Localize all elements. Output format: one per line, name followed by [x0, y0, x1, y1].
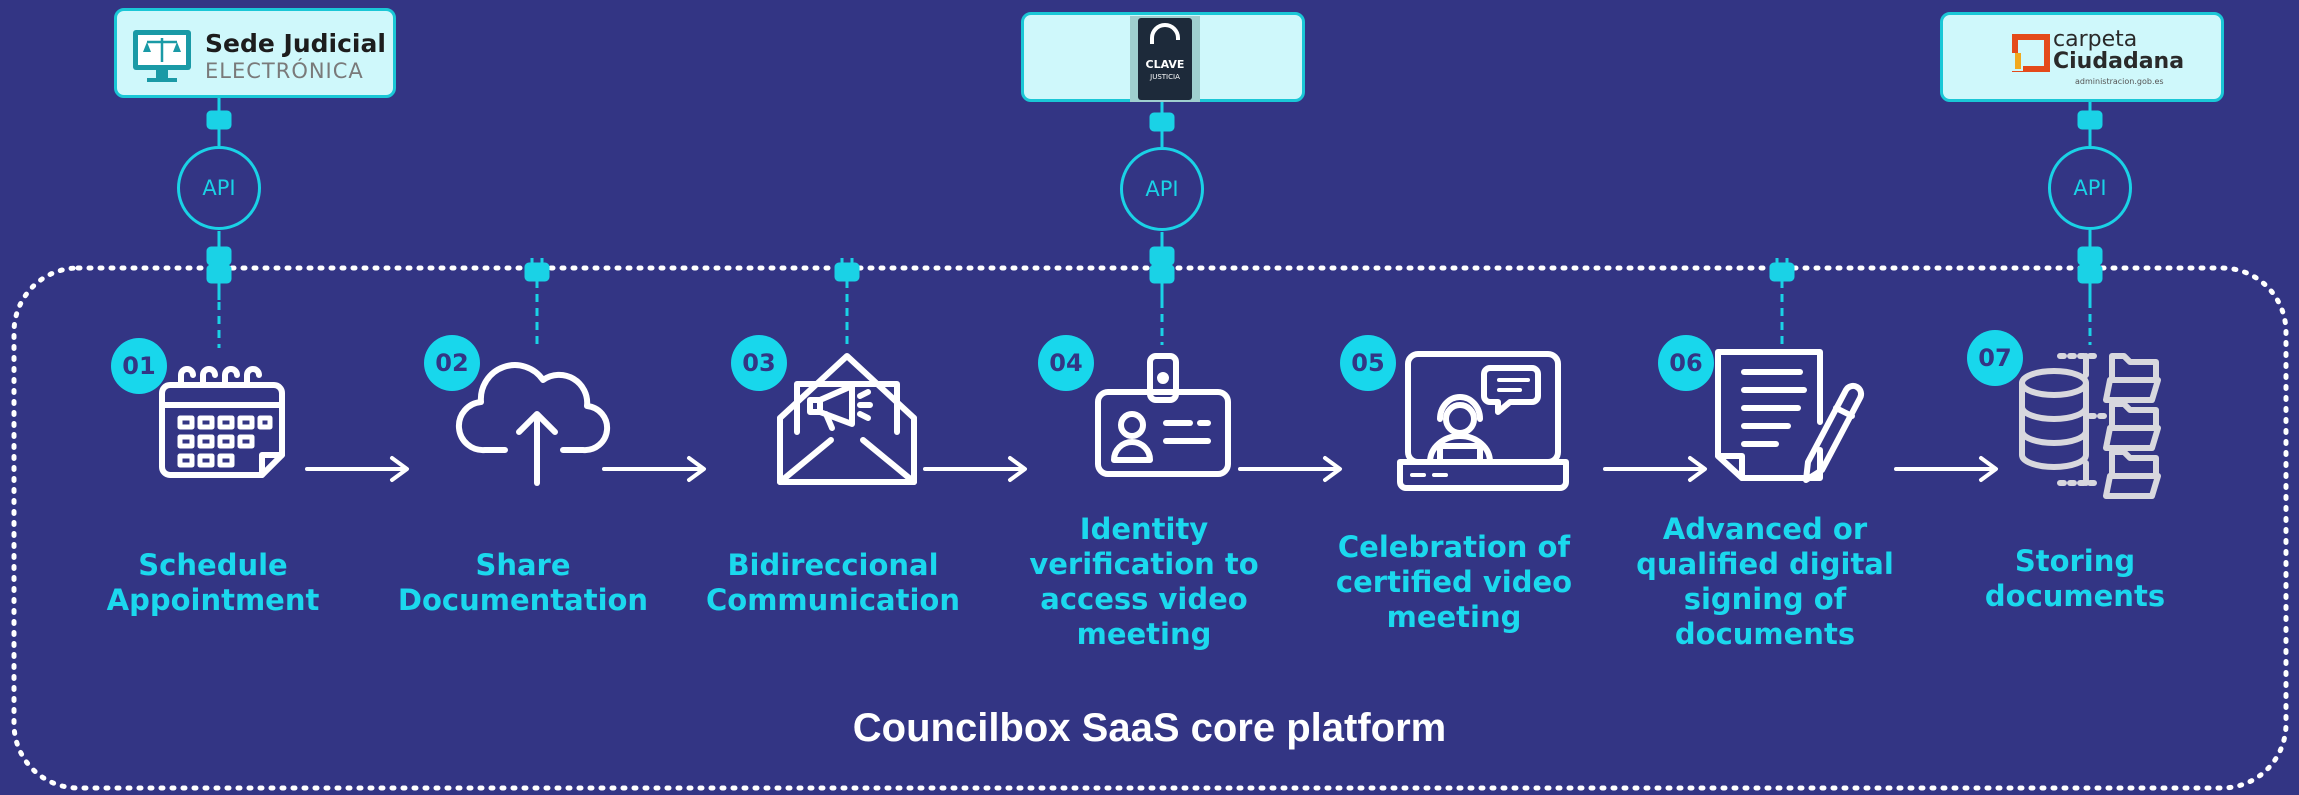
envelope-megaphone-icon	[777, 353, 917, 485]
justicia-text: JUSTICIA	[1149, 73, 1180, 81]
step-number-07: 07	[1967, 330, 2023, 386]
plug-03	[834, 258, 860, 345]
label-line: meeting	[1076, 617, 1212, 651]
api-connectors	[206, 96, 2103, 300]
step-number-01: 01	[111, 338, 167, 394]
label-line: Celebration of	[1337, 530, 1571, 564]
plug-06	[1769, 258, 1795, 345]
label-line: Communication	[705, 583, 960, 617]
database-folders-icon	[2019, 353, 2161, 499]
arrow-5-6	[1603, 456, 1707, 482]
label-line: Storing	[2014, 544, 2136, 578]
step-number-04: 04	[1038, 335, 1094, 391]
arrow-3-4	[923, 456, 1027, 482]
label-line: Appointment	[106, 583, 320, 617]
label-line: Advanced or	[1662, 512, 1868, 546]
label-line: verification to	[1029, 547, 1259, 581]
carpeta-square-icon	[2011, 34, 2050, 72]
sede-judicial-logo: Sede Judicial ELECTRÓNICA	[114, 8, 396, 98]
label-line: Schedule	[138, 548, 288, 582]
label-line: Bidireccional	[727, 548, 939, 582]
step-label-05: Celebration of certified video meeting	[1314, 530, 1594, 635]
api-label: API	[2073, 176, 2107, 200]
padlock-icon: CLAVE JUSTICIA	[1130, 16, 1200, 102]
api-label: API	[202, 176, 236, 200]
api-node-clave: API	[1120, 147, 1204, 231]
carpeta-ciudadana-logo: carpeta Ciudadana administracion.gob.es	[1940, 12, 2224, 102]
arrow-4-5	[1238, 456, 1342, 482]
step-label-07: Storing documents	[1935, 544, 2215, 614]
step-label-06: Advanced or qualified digital signing of…	[1625, 512, 1905, 652]
calendar-icon	[159, 366, 285, 478]
sede-title-text: Sede Judicial	[205, 29, 386, 58]
label-line: meeting	[1386, 600, 1522, 634]
ciudadana-text: Ciudadana	[2053, 49, 2185, 74]
flow-arrows	[305, 456, 1998, 482]
api-node-carpeta: API	[2048, 146, 2132, 230]
api-label: API	[1145, 177, 1179, 201]
step-label-01: Schedule Appointment	[73, 548, 353, 618]
platform-boundary	[11, 265, 2289, 791]
label-line: documents	[1984, 579, 2166, 613]
label-line: documents	[1674, 617, 1856, 651]
label-line: Documentation	[397, 583, 649, 617]
step-label-03: Bidireccional Communication	[693, 548, 973, 618]
step-number-02: 02	[424, 335, 480, 391]
step-label-04: Identity verification to access video me…	[1004, 512, 1284, 652]
step-number-05: 05	[1340, 335, 1396, 391]
arrow-2-3	[602, 456, 706, 482]
sede-subtitle-text: ELECTRÓNICA	[205, 59, 364, 83]
scales-monitor-icon	[133, 30, 191, 82]
clave-justicia-logo: CLAVE JUSTICIA	[1021, 12, 1305, 102]
cloud-upload-icon	[455, 362, 611, 486]
platform-title: Councilbox SaaS core platform	[852, 706, 1447, 750]
document-sign-icon	[1715, 349, 1865, 483]
label-line: signing of	[1683, 582, 1847, 616]
id-badge-icon	[1095, 353, 1231, 477]
label-line: qualified digital	[1636, 547, 1894, 581]
label-line: Share	[475, 548, 571, 582]
plug-02	[524, 258, 550, 345]
step-number-03: 03	[731, 335, 787, 391]
carpeta-url-text: administracion.gob.es	[2075, 77, 2164, 86]
label-line: Identity	[1079, 512, 1209, 546]
step-plugs	[217, 258, 2092, 348]
arrow-1-2	[305, 456, 409, 482]
label-line: certified video	[1335, 565, 1573, 599]
video-call-icon	[1397, 351, 1569, 491]
label-line: access video	[1040, 582, 1248, 616]
step-label-02: Share Documentation	[383, 548, 663, 618]
api-node-sede: API	[177, 146, 261, 230]
arrow-6-7	[1894, 456, 1998, 482]
step-number-06: 06	[1658, 335, 1714, 391]
carpeta-text: carpeta	[2053, 27, 2138, 52]
clave-text: CLAVE	[1146, 58, 1185, 71]
